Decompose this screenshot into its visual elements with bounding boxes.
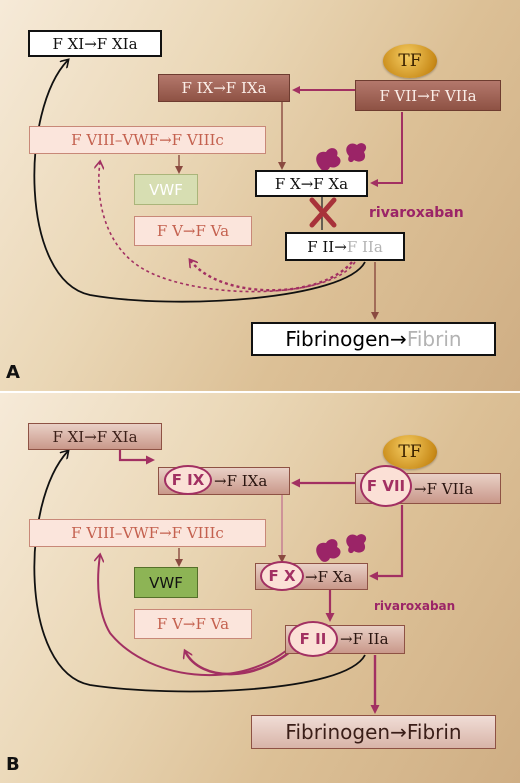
fviii-box: F VIII–VWF→F VIIIc (29, 126, 266, 154)
vwf-box: VWF (134, 567, 198, 598)
fibrinogen-label: Fibrinogen→ (285, 327, 407, 351)
arrow-fvii-to-fx (370, 112, 403, 187)
fii-label: F II→ (307, 237, 347, 256)
tf-ellipse: TF (383, 435, 437, 469)
arrow-fvii-to-fx (369, 505, 404, 581)
fvii-box: F VII→F VIIa (355, 80, 501, 111)
fx-ring: F X (260, 561, 304, 591)
fii-box: F II→F IIa (285, 232, 405, 261)
fxi-box: F XI→F XIa (28, 30, 162, 57)
vwf-box: VWF (134, 174, 198, 205)
panel-b-letter: B (6, 754, 20, 775)
panel-a-letter: A (6, 362, 20, 383)
fix-box: F IX→F IXa (158, 74, 290, 102)
tf-ellipse: TF (383, 44, 437, 78)
panel-divider (0, 391, 520, 393)
fii-rest-label: →F IIa (340, 630, 389, 648)
rivaroxaban-molecule-icon (316, 534, 367, 562)
fibrin-label: Fibrin (406, 327, 462, 351)
dotted-feedback-to-fviii (99, 162, 356, 293)
fviii-box: F VIII–VWF→F VIIIc (29, 519, 266, 547)
dashed-feedback-to-fv (190, 260, 353, 292)
rivaroxaban-label: rivaroxaban (374, 599, 456, 613)
fiia-label: F IIa (346, 237, 383, 256)
fibrinogen-box: Fibrinogen→Fibrin (251, 715, 496, 749)
fibrinogen-box: Fibrinogen→Fibrin (251, 322, 496, 356)
fvii-ring: F VII (360, 465, 412, 507)
fix-ring: F IX (164, 465, 212, 495)
fvii-rest-label: →F VIIa (414, 480, 474, 498)
fxi-box: F XI→F XIa (28, 423, 162, 450)
feedback-arrow-to-fv (185, 642, 301, 676)
panel-b: F XI→F XIa F IX →F IXa TF F VII →F VIIa … (0, 393, 520, 783)
fx-box: F X→F Xa (255, 170, 368, 197)
panel-a: F XI→F XIa F IX→F IXa TF F VII→F VIIa F … (0, 0, 520, 391)
rivaroxaban-label: rivaroxaban (369, 205, 464, 221)
feedback-arrow-to-fviii (98, 555, 301, 676)
fv-box: F V→F Va (134, 216, 252, 246)
fx-rest-label: →F Xa (305, 568, 353, 586)
fix-rest-label: →F IXa (214, 472, 268, 490)
rivaroxaban-molecule-icon (316, 143, 367, 171)
inhibition-x-icon (309, 197, 337, 228)
fii-ring: F II (288, 621, 338, 657)
fv-box: F V→F Va (134, 609, 252, 639)
